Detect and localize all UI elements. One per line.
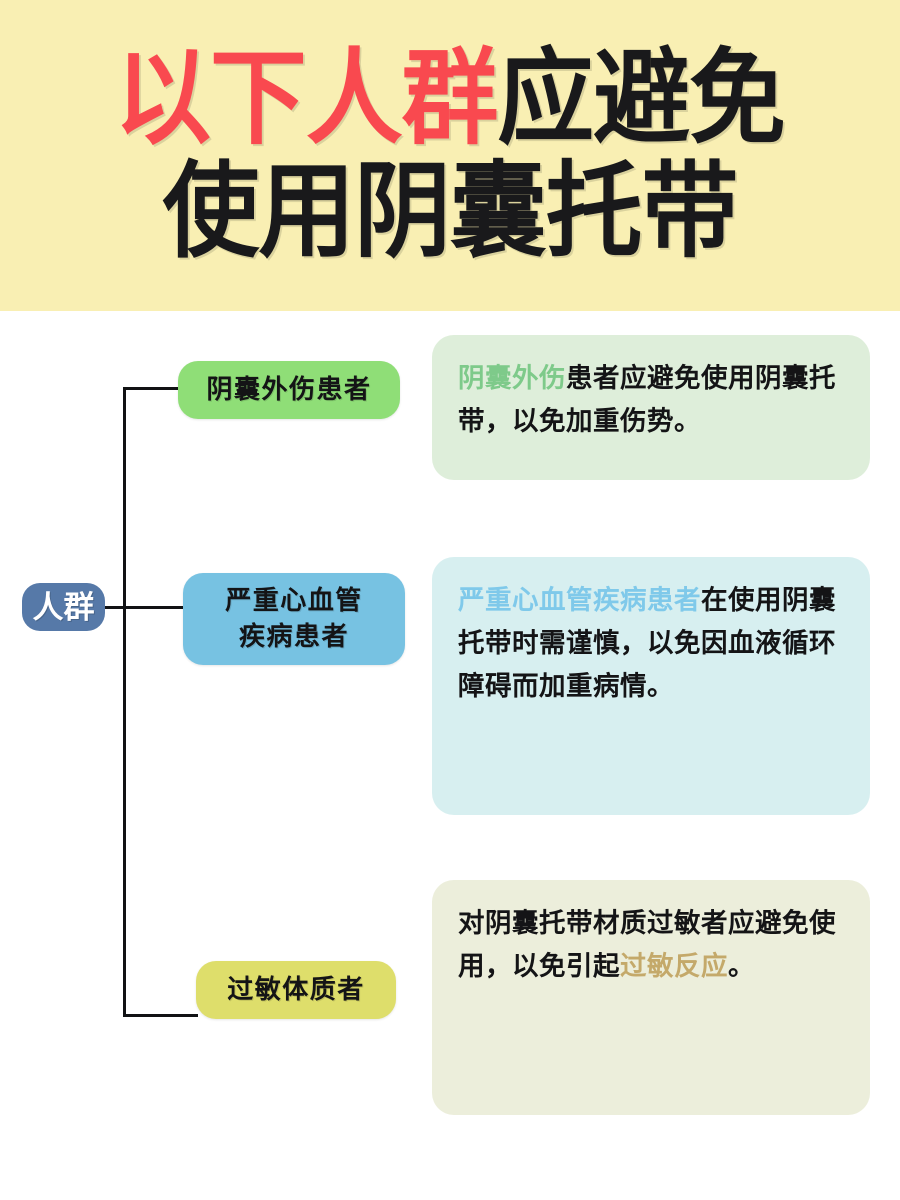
branch-node-allergic[interactable]: 过敏体质者 — [196, 961, 396, 1019]
connector-trunk — [123, 387, 126, 1017]
root-node-people[interactable]: 人群 — [22, 583, 105, 631]
card-highlight: 严重心血管疾病患者 — [458, 585, 701, 615]
title-line-1: 以下人群应避免 — [115, 46, 786, 152]
title-line2-text: 使用阴囊托带 — [162, 153, 739, 270]
mindmap-area: 人群 阴囊外伤患者 严重心血管 疾病患者 过敏体质者 阴囊外伤患者应避免使用阴囊… — [0, 311, 900, 1200]
card-text: 对阴囊托带材质过敏者应避免使用，以免引起过敏反应。 — [458, 902, 844, 988]
card-text: 严重心血管疾病患者在使用阴囊托带时需谨慎，以免因血液循环障碍而加重病情。 — [458, 579, 844, 709]
title-line-2: 使用阴囊托带 — [162, 153, 739, 270]
connector-root-stub — [105, 606, 125, 609]
branch-node-label: 过敏体质者 — [227, 974, 365, 1005]
title-black-segment: 应避免 — [497, 41, 786, 158]
branch-node-label: 阴囊外伤患者 — [206, 374, 372, 405]
card-body-lead: 对阴囊托带材质过敏者应避免使用，以免引起 — [458, 908, 836, 982]
connector-branch-3 — [123, 1014, 198, 1017]
card-highlight: 过敏反应 — [620, 951, 728, 982]
card-highlight: 阴囊外伤 — [458, 363, 566, 393]
header-banner: 以下人群应避免 使用阴囊托带 — [0, 0, 900, 311]
description-card-allergic: 对阴囊托带材质过敏者应避免使用，以免引起过敏反应。 — [432, 880, 870, 1115]
connector-branch-2 — [123, 606, 185, 609]
card-body: 在使用阴囊托带时需谨慎，以免因血液循环障碍而加重病情。 — [458, 585, 836, 702]
card-body-tail: 。 — [728, 951, 755, 982]
root-node-label: 人群 — [32, 589, 95, 625]
card-text: 阴囊外伤患者应避免使用阴囊托带，以免加重伤势。 — [458, 357, 844, 443]
description-card-scrotal-injury: 阴囊外伤患者应避免使用阴囊托带，以免加重伤势。 — [432, 335, 870, 480]
description-card-cardiovascular: 严重心血管疾病患者在使用阴囊托带时需谨慎，以免因血液循环障碍而加重病情。 — [432, 557, 870, 815]
branch-node-label: 严重心血管 疾病患者 — [225, 585, 363, 651]
card-body: 患者应避免使用阴囊托带，以免加重伤势。 — [458, 363, 836, 437]
connector-branch-1 — [123, 387, 180, 390]
branch-node-cardiovascular[interactable]: 严重心血管 疾病患者 — [183, 573, 405, 665]
title-red-segment: 以下人群 — [114, 41, 499, 158]
branch-node-scrotal-injury[interactable]: 阴囊外伤患者 — [178, 361, 400, 419]
